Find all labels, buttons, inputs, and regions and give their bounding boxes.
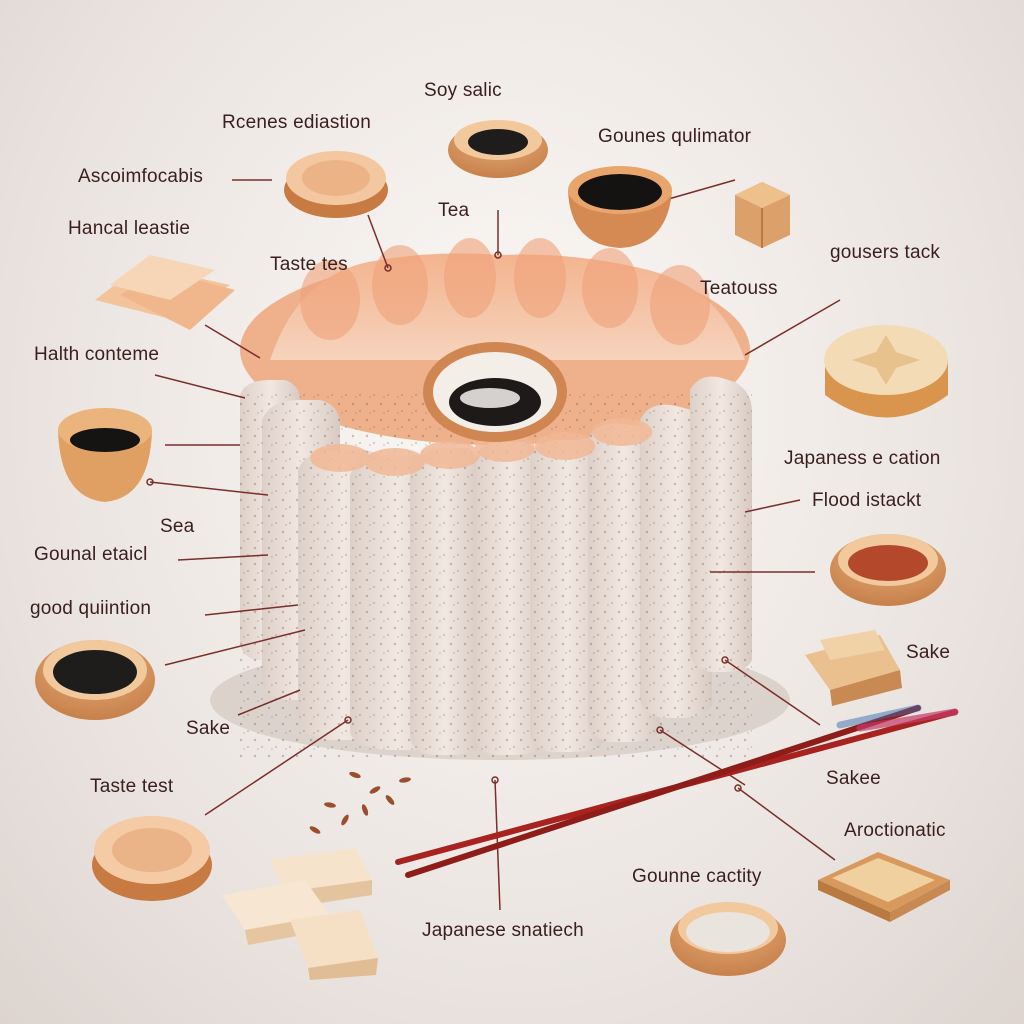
wood-blocks-right	[805, 630, 902, 706]
label-sakee: Sakee	[826, 768, 881, 789]
wood-tray	[818, 852, 950, 922]
label-hancal-leastie: Hancal leastie	[68, 218, 191, 239]
label-gounne-cactity: Gounne cactity	[632, 866, 762, 887]
leader-lines	[149, 179, 841, 911]
label-halth-conteme: Halth conteme	[34, 344, 160, 365]
label-gousers-tack: gousers tack	[830, 242, 941, 263]
label-rcenes-ediastion: Rcenes ediastion	[222, 112, 371, 133]
cracker-blocks-bottom	[222, 848, 378, 980]
label-good-quiintion: good quiintion	[30, 598, 152, 619]
wood-cube	[735, 182, 790, 248]
sesame-bowl-top	[448, 120, 548, 178]
round-cracker-bottom	[92, 816, 212, 901]
label-aroctionatic: Aroctionatic	[844, 820, 946, 841]
white-sesame-bowl	[670, 902, 786, 976]
label-japaness-cation: Japaness e cation	[784, 448, 941, 469]
label-teatouss: Teatouss	[700, 278, 778, 299]
cracker-slabs	[240, 376, 752, 761]
label-gounes-qulimator: Gounes qulimator	[598, 126, 752, 147]
soy-bowl-top-right	[568, 166, 672, 248]
label-taste-test: Taste test	[90, 776, 174, 797]
leader-dots	[146, 251, 742, 792]
front-toasted-tops	[310, 418, 652, 476]
spice-bowl-right	[830, 534, 946, 606]
label-sake-right: Sake	[906, 642, 951, 663]
cracker-pieces-left	[95, 255, 235, 330]
label-tea: Tea	[438, 200, 470, 221]
rice-grains	[309, 771, 411, 834]
label-sake-left: Sake	[186, 718, 231, 739]
chopsticks	[395, 704, 959, 878]
label-flood-istackt: Flood istackt	[812, 490, 922, 511]
wood-disc-right	[824, 325, 948, 418]
label-japanese-snatiech: Japanese snatiech	[422, 920, 584, 941]
label-sea: Sea	[160, 516, 195, 537]
label-ascoimfocabis: Ascoimfocabis	[78, 166, 204, 187]
center-cup	[423, 342, 567, 442]
label-gounal-etaicl: Gounal etaicl	[34, 544, 148, 565]
label-taste-tes: Taste tes	[270, 254, 348, 275]
round-cracker-top	[284, 151, 388, 218]
label-soy-salic: Soy salic	[424, 80, 502, 101]
sesame-bowl-left	[35, 640, 155, 720]
soy-bowl-left	[58, 408, 152, 502]
